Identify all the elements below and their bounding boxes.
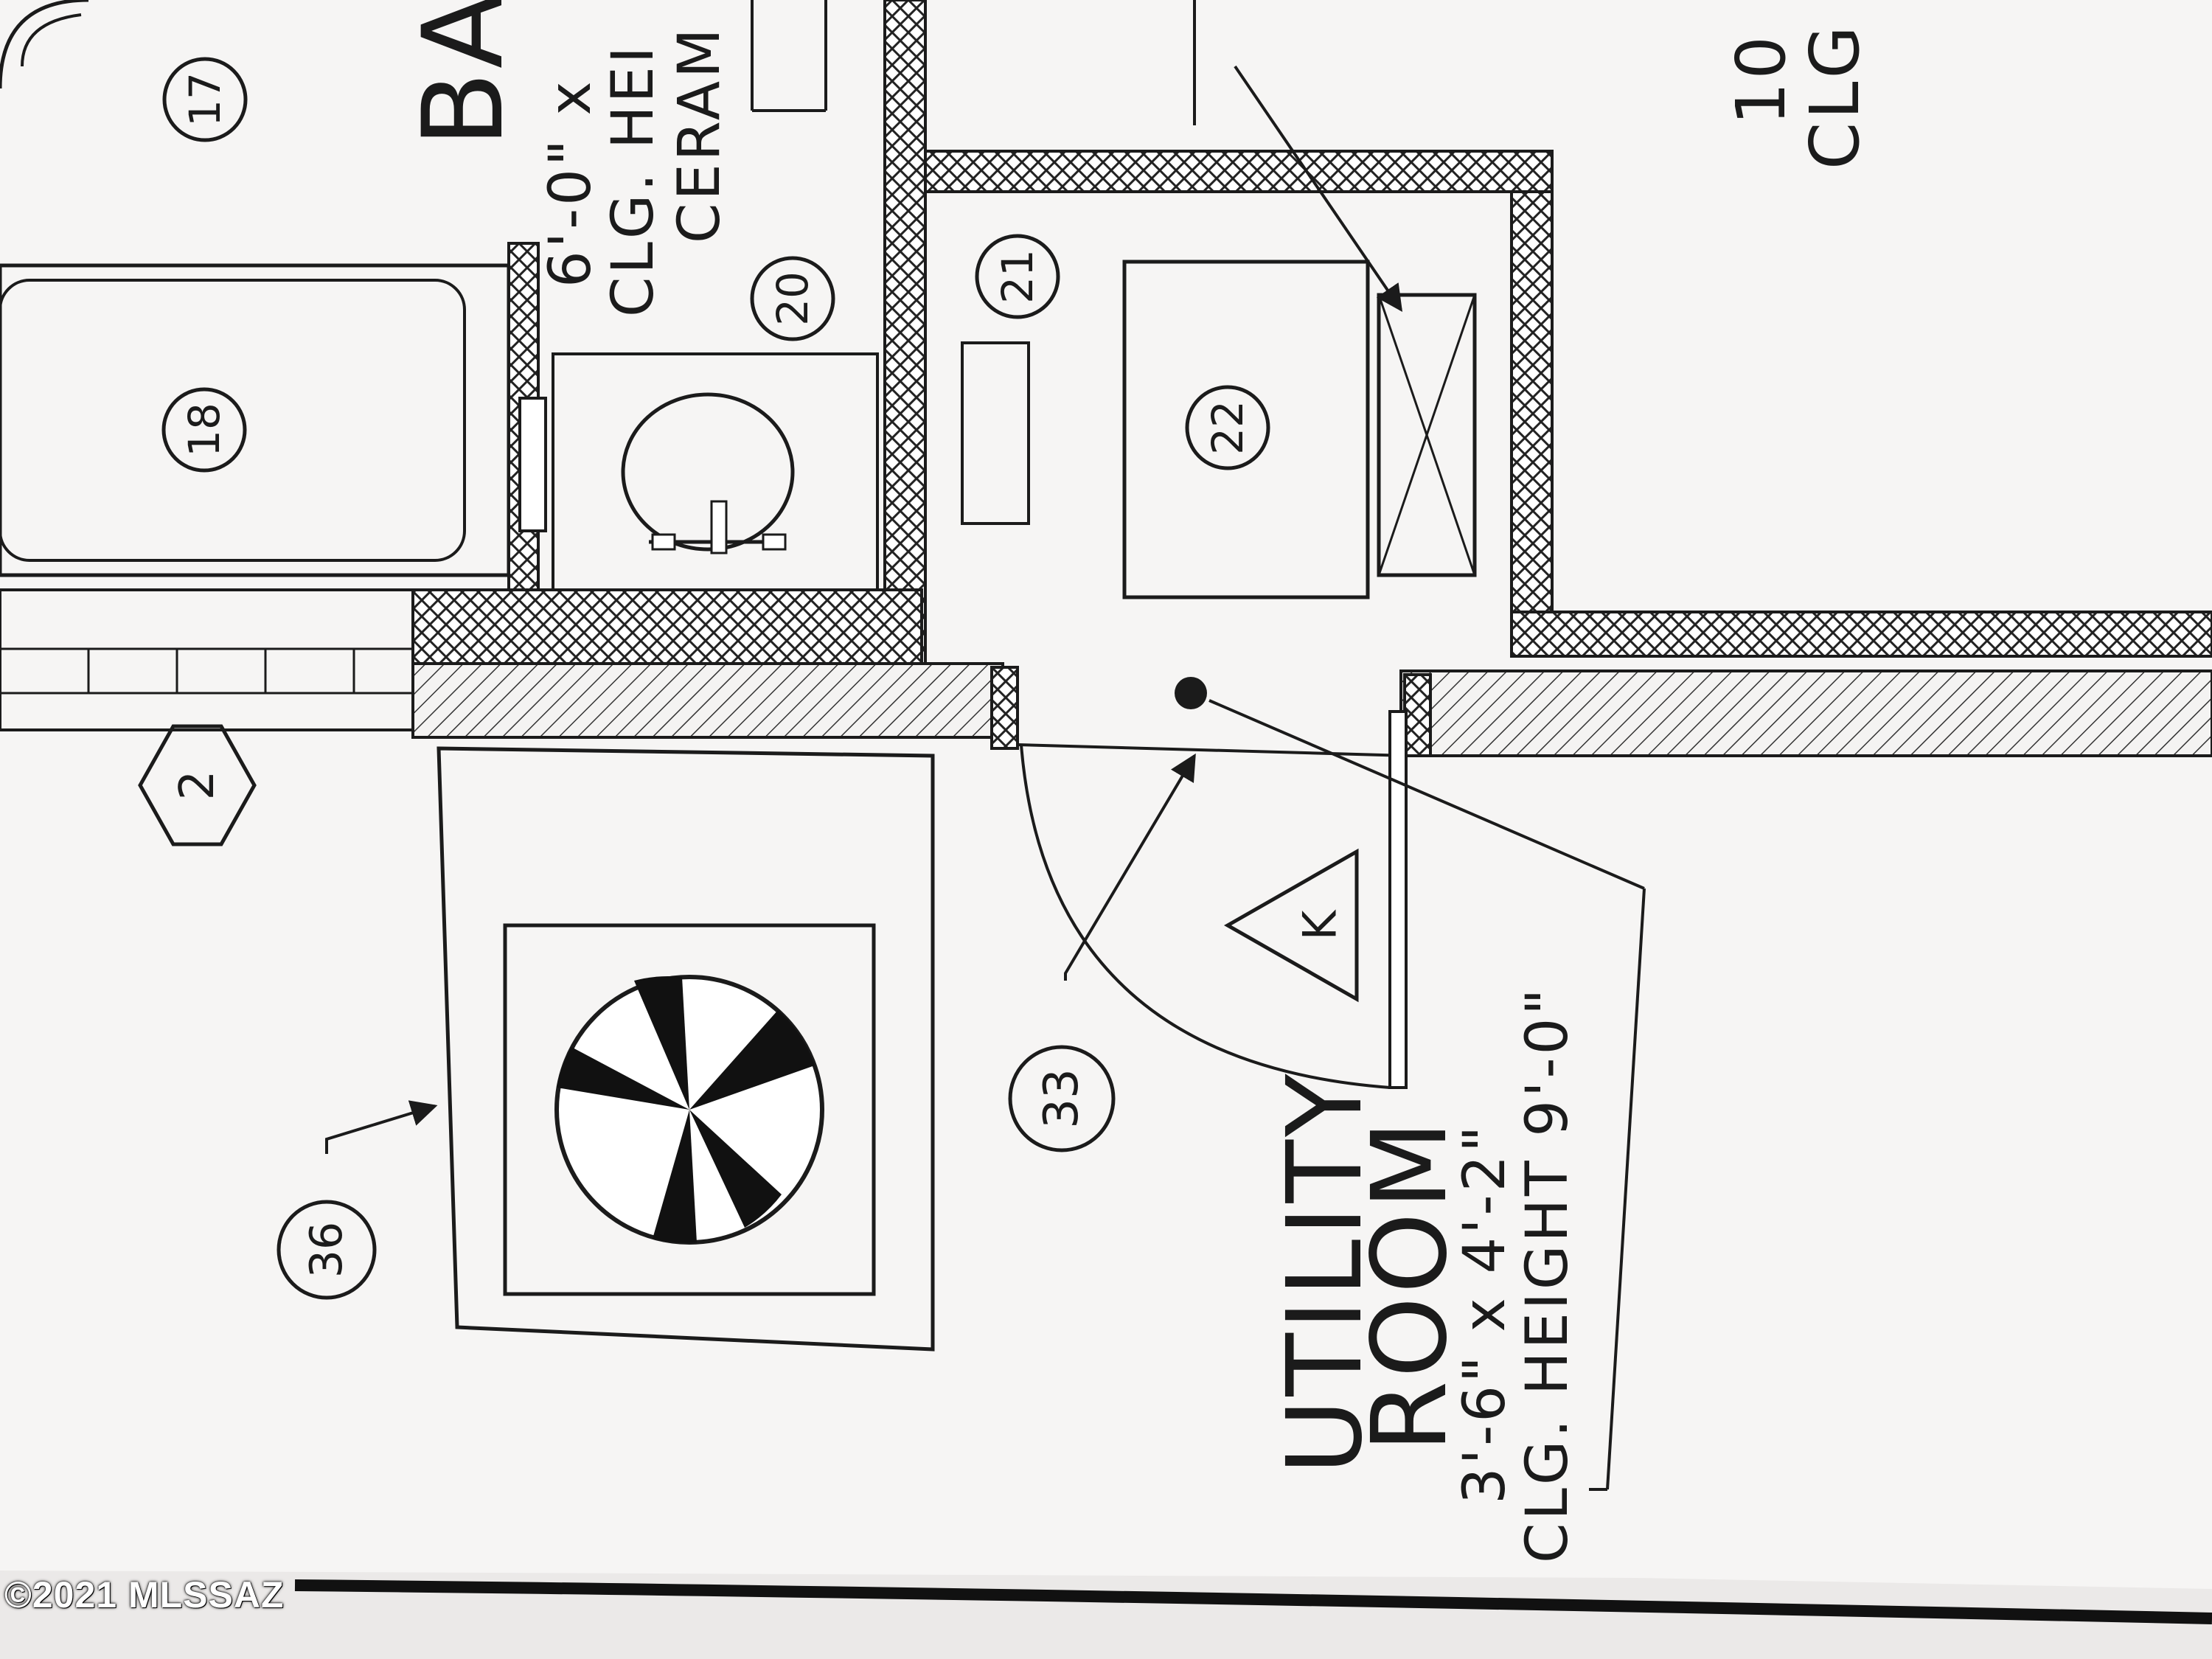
copyright-watermark: ©2021 MLSSAZ	[4, 1574, 285, 1615]
svg-text:36: 36	[301, 1222, 352, 1278]
svg-text:20: 20	[768, 271, 818, 326]
svg-text:10: 10	[1722, 33, 1801, 125]
svg-text:CLG: CLG	[1795, 23, 1874, 170]
ac-condenser-pad	[437, 746, 935, 1352]
svg-text:2: 2	[170, 771, 225, 801]
callout-20: 20	[750, 256, 835, 341]
hexagon-tag: 2	[138, 724, 257, 846]
svg-text:K: K	[1293, 909, 1347, 940]
svg-text:CLG. HEIGHT 9'-0": CLG. HEIGHT 9'-0"	[1514, 986, 1581, 1563]
callout-18: 18	[161, 387, 247, 473]
svg-text:33: 33	[1034, 1068, 1089, 1128]
svg-text:BA: BA	[400, 0, 528, 147]
exterior-wall-diagonal-hatch	[411, 662, 2212, 757]
sheet-border-line	[294, 1579, 2212, 1624]
bath-room-label: BA 6'-0" x CLG. HEI CERAM	[400, 0, 733, 317]
svg-text:CLG. HEI: CLG. HEI	[600, 44, 667, 317]
svg-text:CERAM: CERAM	[667, 26, 733, 243]
right-room-label: 10 CLG	[1722, 23, 1874, 170]
svg-text:6'-0" x: 6'-0" x	[538, 78, 604, 288]
svg-text:17: 17	[180, 72, 230, 127]
callout-22: 22	[1185, 385, 1270, 470]
air-filter-box	[1377, 293, 1477, 577]
callout-21: 21	[975, 234, 1060, 319]
condenser-fan-icon	[554, 975, 824, 1245]
svg-text:21: 21	[992, 249, 1043, 304]
triangle-tag: K	[1223, 848, 1359, 1003]
utility-room-label: UTILITY ROOM 3'-6" x 4'-2" CLG. HEIGHT 9…	[1265, 986, 1581, 1563]
svg-text:22: 22	[1203, 400, 1253, 455]
bath-floor-tile-strip	[0, 588, 414, 731]
svg-text:ROOM: ROOM	[1350, 1118, 1470, 1453]
leader-lines	[325, 65, 1646, 1491]
interior-walls	[411, 0, 2212, 665]
bath-sink-counter	[0, 0, 827, 112]
svg-text:3'-6" x 4'-2": 3'-6" x 4'-2"	[1452, 1123, 1518, 1504]
ceiling-light-fixture	[1175, 677, 1207, 709]
water-heater-shelf	[961, 341, 1030, 525]
door-swing	[1020, 710, 1408, 1089]
svg-text:UTILITY: UTILITY	[1265, 1071, 1385, 1475]
svg-text:18: 18	[179, 403, 229, 457]
callout-17: 17	[162, 57, 248, 142]
callout-33: 33	[1008, 1045, 1116, 1152]
bathtub	[0, 242, 547, 591]
callout-36: 36	[276, 1200, 377, 1300]
furnace-unit	[1122, 260, 1370, 599]
